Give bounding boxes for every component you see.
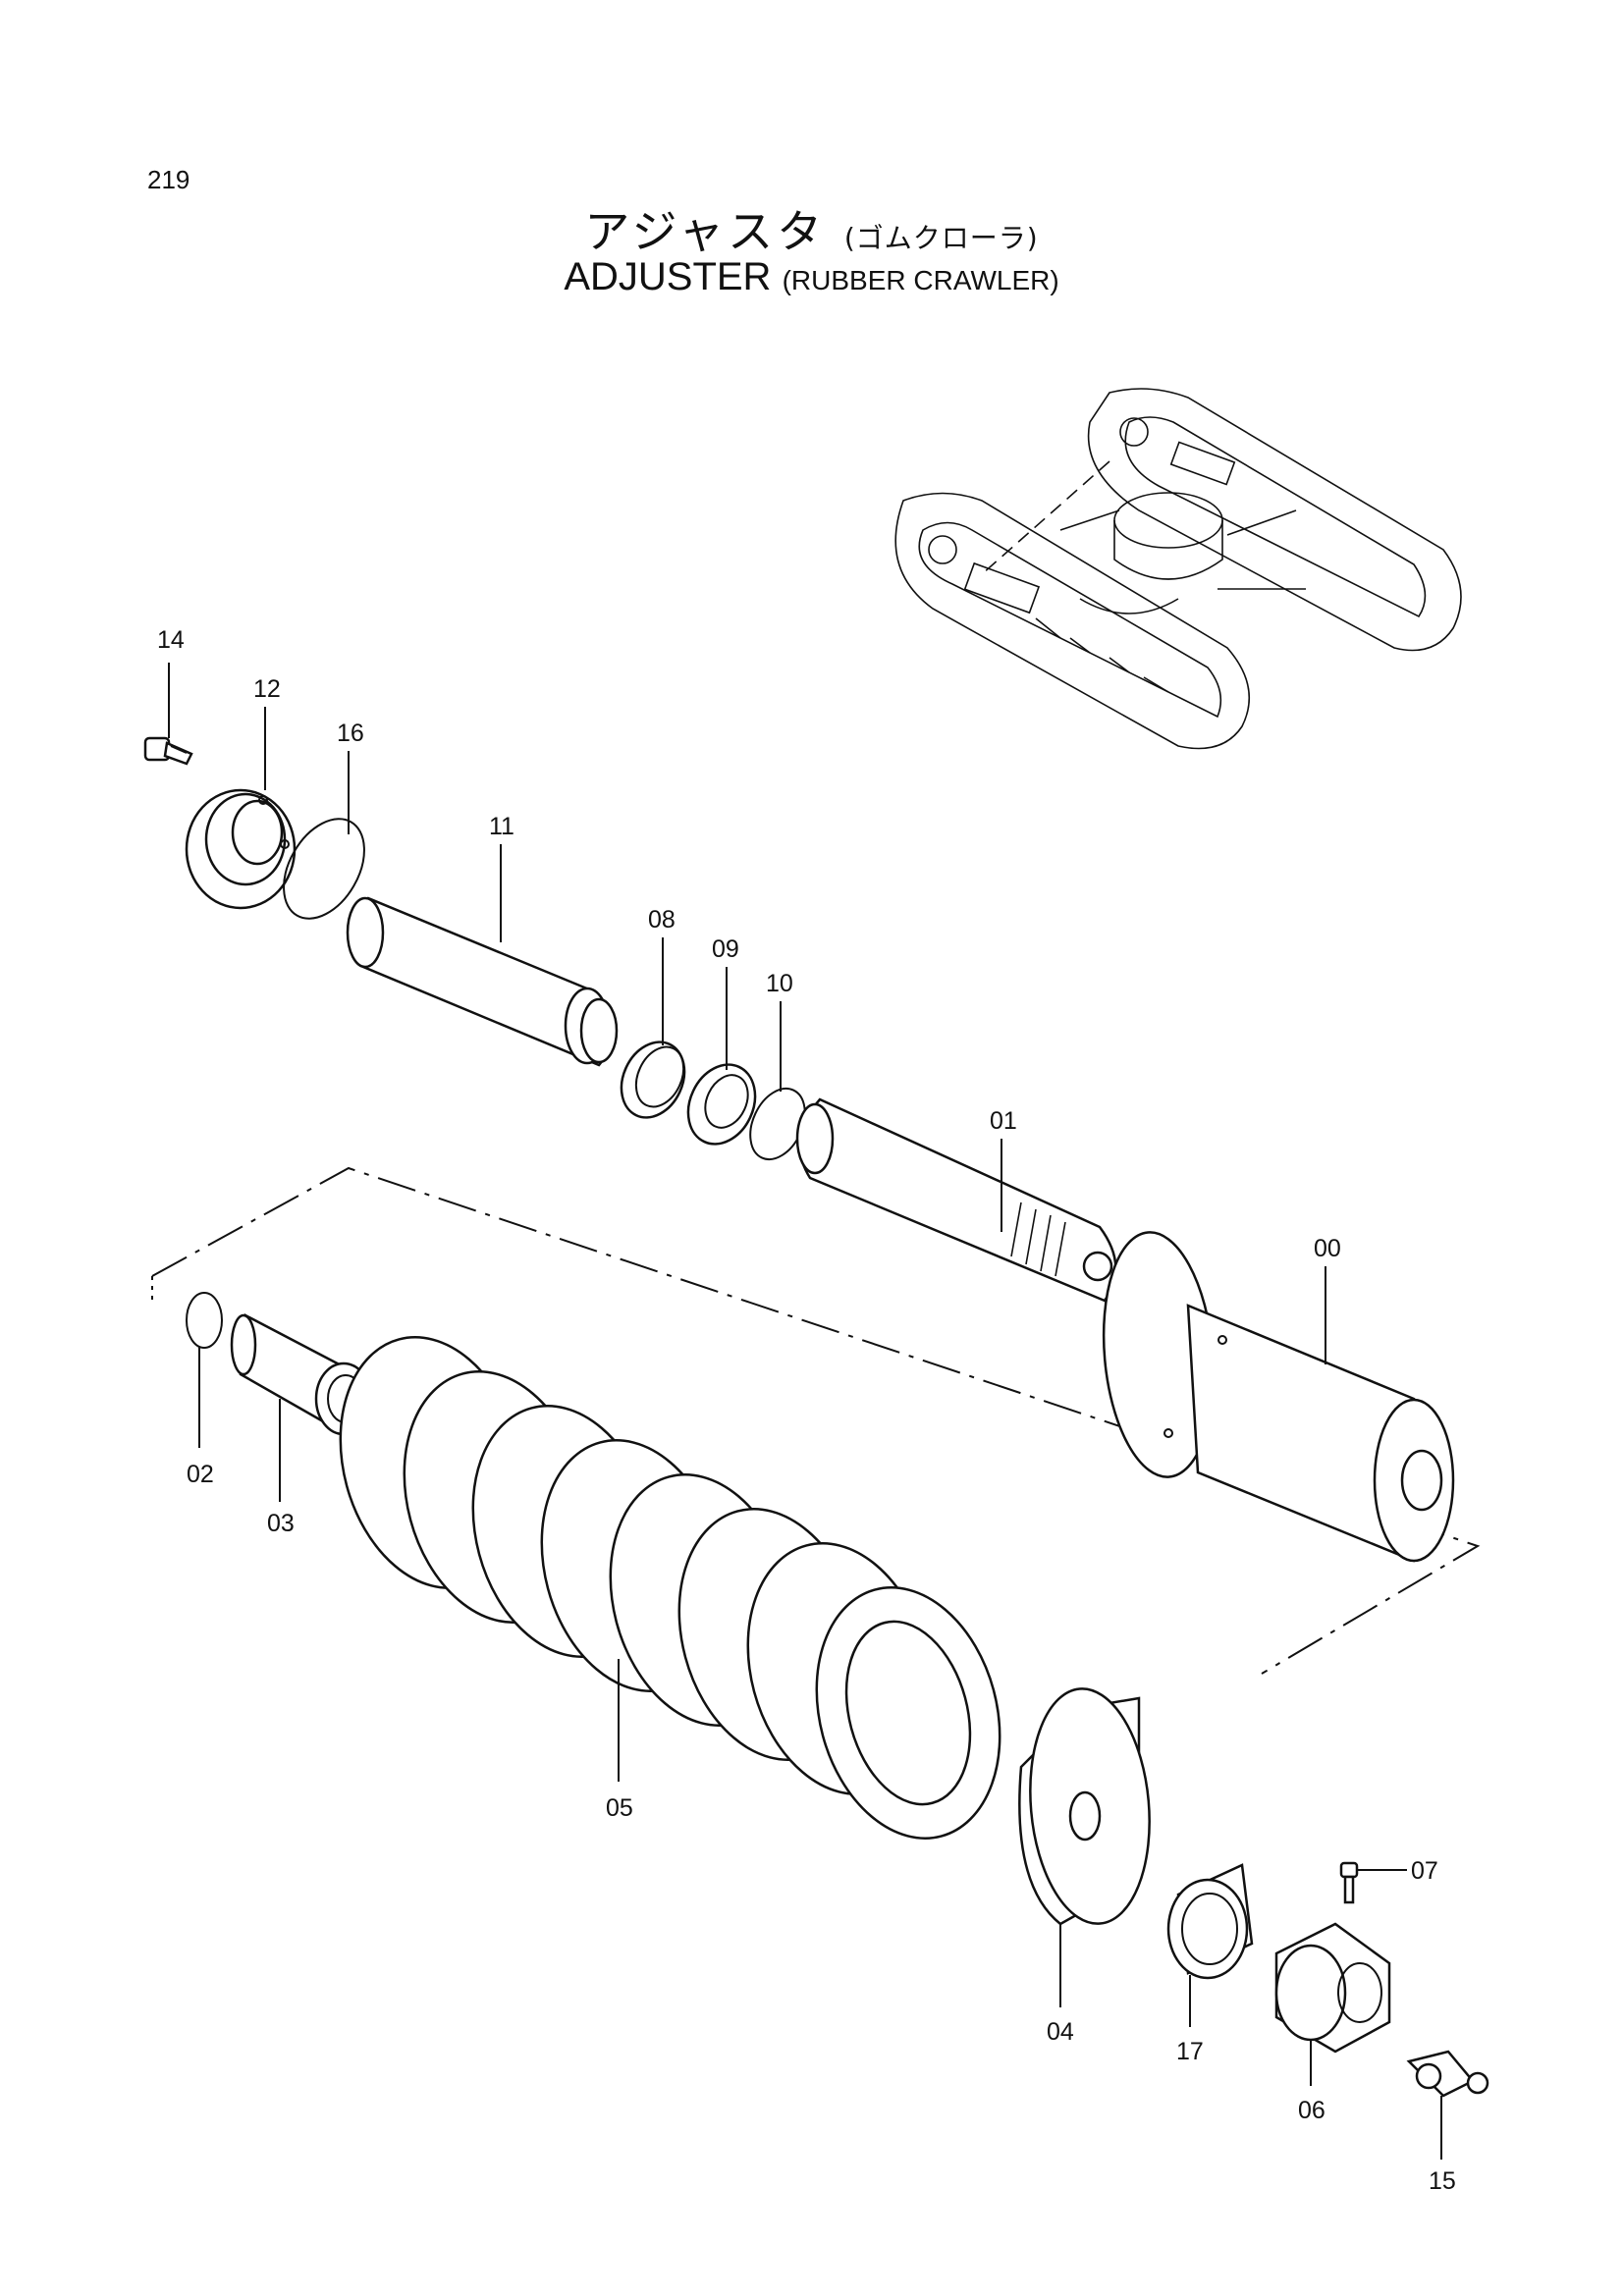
label-part-09: 09 — [712, 935, 739, 963]
label-part-07: 07 — [1411, 1857, 1438, 1885]
leader-lines — [168, 663, 1442, 2160]
part-05-spring — [339, 1336, 1001, 1840]
part-17-bushing — [1166, 1863, 1254, 1980]
part-06-nut — [1274, 1922, 1391, 2054]
part-00-cylinder — [1102, 1231, 1455, 1563]
part-02-o-ring — [186, 1292, 223, 1349]
label-part-05: 05 — [606, 1794, 633, 1822]
label-part-00: 00 — [1314, 1235, 1341, 1262]
title-jp-main: アジャスタ — [584, 205, 827, 258]
label-part-14: 14 — [157, 626, 185, 654]
part-01-rod — [795, 1097, 1117, 1303]
label-part-10: 10 — [766, 970, 793, 997]
assembly-outline-panel — [151, 1166, 1481, 1675]
label-part-04: 04 — [1047, 2018, 1074, 2046]
label-part-16: 16 — [337, 720, 364, 747]
page-number: 219 — [147, 165, 190, 194]
label-part-15: 15 — [1429, 2167, 1456, 2195]
part-11-tube — [346, 896, 619, 1067]
title-en-sub: (RUBBER CRAWLER) — [782, 265, 1059, 295]
part-08-ring — [620, 1041, 686, 1119]
part-07-grease-fitting — [1339, 1861, 1359, 1904]
title-en-main: ADJUSTER — [564, 255, 772, 298]
label-part-08: 08 — [648, 906, 676, 934]
title-japanese: アジャスタ (ゴムクローラ) — [0, 196, 1623, 261]
part-15-valve — [1406, 2050, 1489, 2098]
part-04-plate — [1018, 1687, 1151, 1926]
part-14-bolt — [143, 736, 193, 766]
part-16-o-ring — [283, 818, 365, 920]
label-part-06: 06 — [1298, 2097, 1325, 2124]
undercarriage-inset-illustration — [894, 388, 1462, 750]
label-part-01: 01 — [990, 1107, 1017, 1135]
label-part-02: 02 — [187, 1461, 214, 1488]
label-part-11: 11 — [489, 813, 514, 840]
label-part-12: 12 — [253, 675, 281, 703]
label-part-17: 17 — [1176, 2038, 1204, 2065]
label-part-03: 03 — [267, 1510, 295, 1537]
part-12-flange — [185, 788, 297, 910]
part-09-seal — [686, 1063, 757, 1146]
title-jp-sub: (ゴムクローラ) — [843, 222, 1039, 254]
title-english: ADJUSTER (RUBBER CRAWLER) — [0, 255, 1623, 299]
